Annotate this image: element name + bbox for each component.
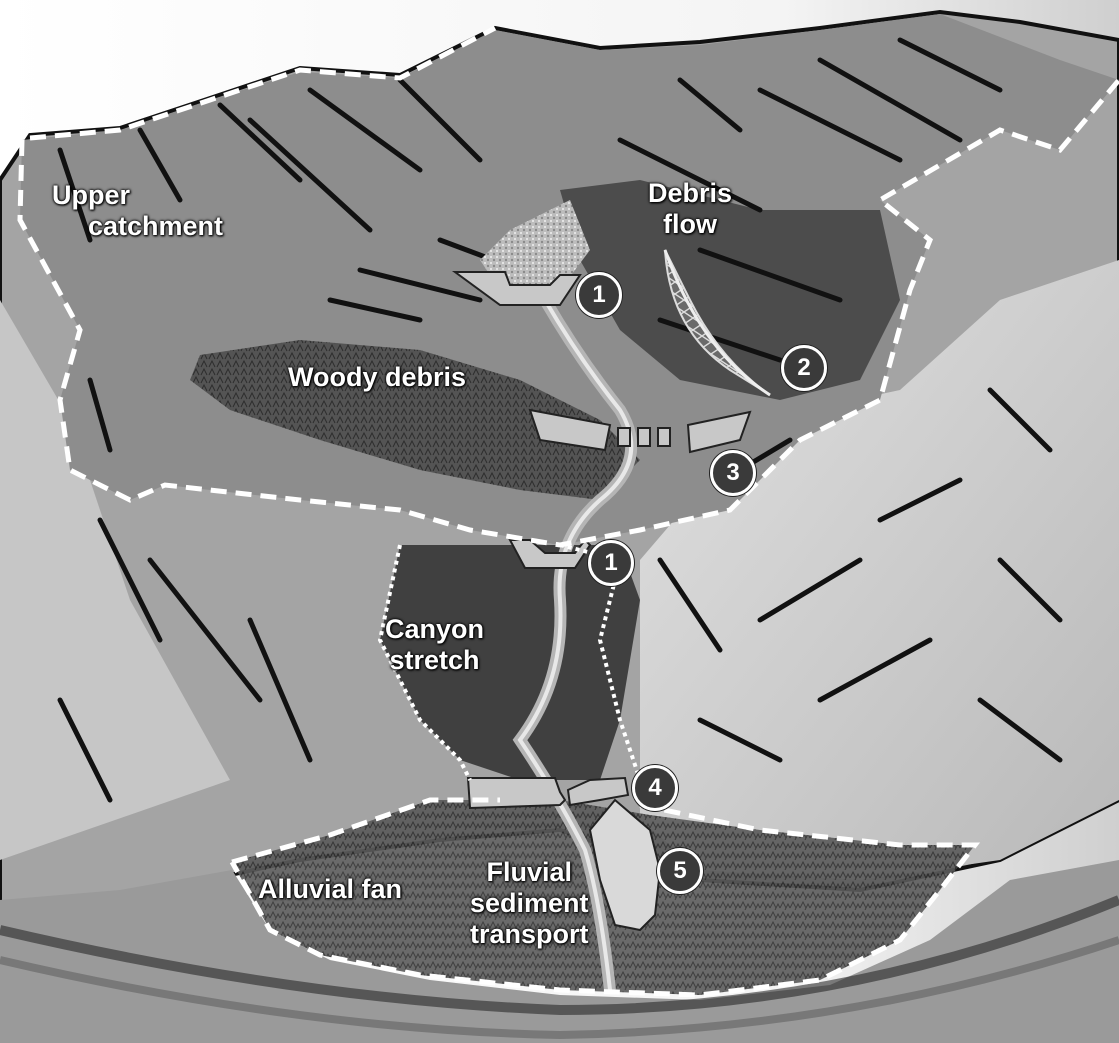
label-fluvial-sediment-transport: Fluvial sediment transport	[470, 857, 589, 950]
label-canyon-stretch: Canyon stretch	[385, 614, 484, 676]
label-upper-catchment: Upper catchment	[52, 180, 223, 242]
label-debris-flow: Debris flow	[648, 178, 732, 240]
label-canyon-line-1: Canyon	[385, 614, 484, 645]
marker-4: 4	[632, 765, 678, 811]
label-upper-line-2: catchment	[52, 211, 223, 242]
label-woody-debris: Woody debris	[288, 362, 466, 393]
marker-3: 3	[710, 450, 756, 496]
label-canyon-line-2: stretch	[385, 645, 484, 676]
label-woody-line-1: Woody debris	[288, 362, 466, 393]
marker-2: 2	[781, 345, 827, 391]
label-upper-line-1: Upper	[52, 180, 223, 211]
label-debris-line-2: flow	[648, 209, 732, 240]
marker-5: 5	[657, 848, 703, 894]
label-alluvial-line-1: Alluvial fan	[258, 874, 402, 905]
label-fluvial-line-1: Fluvial	[470, 857, 589, 888]
label-debris-line-1: Debris	[648, 178, 732, 209]
label-fluvial-line-2: sediment	[470, 888, 589, 919]
label-alluvial-fan: Alluvial fan	[258, 874, 402, 905]
marker-1-upper: 1	[576, 272, 622, 318]
marker-1-lower: 1	[588, 540, 634, 586]
label-fluvial-line-3: transport	[470, 919, 589, 950]
